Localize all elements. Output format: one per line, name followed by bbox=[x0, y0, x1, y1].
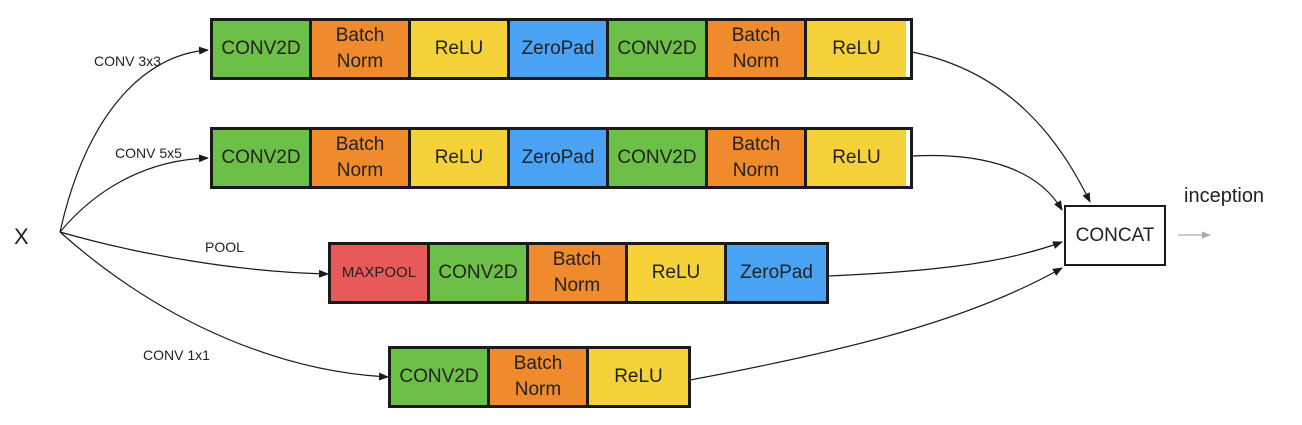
block-pad: ZeroPad bbox=[510, 21, 609, 77]
block-conv: CONV2D bbox=[609, 130, 708, 186]
block-norm: Batch Norm bbox=[708, 130, 807, 186]
block-relu: ReLU bbox=[628, 245, 727, 301]
input-label: X bbox=[14, 224, 29, 249]
block-conv: CONV2D bbox=[213, 130, 312, 186]
block-pool: MAXPOOL bbox=[331, 245, 430, 301]
output-label: inception bbox=[1184, 185, 1265, 207]
block-norm: Batch Norm bbox=[312, 21, 411, 77]
concat-node: CONCAT bbox=[1064, 205, 1166, 266]
branch-label-conv1x1: CONV 1x1 bbox=[143, 347, 210, 363]
branch-label-conv5x5: CONV 5x5 bbox=[115, 145, 182, 161]
edge-conv1x1-to-concat bbox=[689, 267, 1063, 381]
block-conv: CONV2D bbox=[609, 21, 708, 77]
block-conv: CONV2D bbox=[430, 245, 529, 301]
block-pad: ZeroPad bbox=[727, 245, 826, 301]
edge-pool-to-concat bbox=[827, 241, 1063, 277]
branch-label-conv3x3: CONV 3x3 bbox=[94, 53, 161, 69]
edge-x-to-pool bbox=[59, 231, 329, 278]
block-norm: Batch Norm bbox=[529, 245, 628, 301]
block-relu: ReLU bbox=[807, 21, 906, 77]
edge-x-to-conv5x5 bbox=[59, 154, 209, 233]
block-pad: ZeroPad bbox=[510, 130, 609, 186]
edge-conv5x5-to-concat bbox=[911, 154, 1063, 211]
block-norm: Batch Norm bbox=[490, 349, 589, 405]
edge-x-to-conv1x1 bbox=[59, 231, 389, 381]
block-relu: ReLU bbox=[807, 130, 906, 186]
branch-label-pool: POOL bbox=[205, 239, 244, 255]
concat-label: CONCAT bbox=[1075, 224, 1155, 246]
edge-conv3x3-to-concat bbox=[911, 51, 1091, 203]
block-conv: CONV2D bbox=[391, 349, 490, 405]
edge-x-to-conv3x3 bbox=[59, 46, 209, 233]
block-norm: Batch Norm bbox=[708, 21, 807, 77]
block-relu: ReLU bbox=[411, 21, 510, 77]
block-conv: CONV2D bbox=[213, 21, 312, 77]
block-norm: Batch Norm bbox=[312, 130, 411, 186]
block-relu: ReLU bbox=[589, 349, 688, 405]
block-relu: ReLU bbox=[411, 130, 510, 186]
